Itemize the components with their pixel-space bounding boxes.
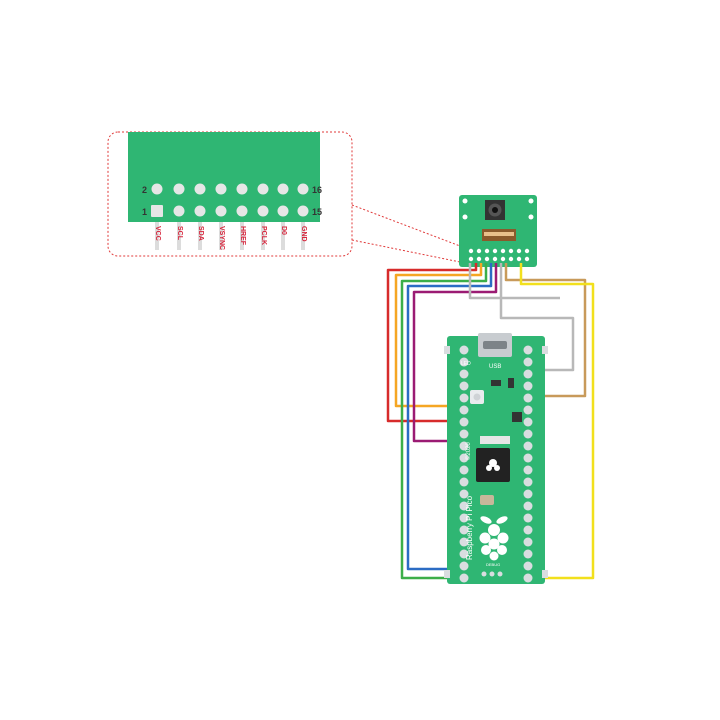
- camera-module: [459, 195, 537, 267]
- pin-label-href: HREF: [239, 226, 246, 246]
- year-label: ©2020: [465, 442, 472, 460]
- debug-pads: [481, 571, 503, 577]
- camera-header-pads: [468, 248, 530, 262]
- pin-label-sda: SDA: [197, 226, 204, 241]
- callout-board: [128, 132, 320, 222]
- callout-pin-leads: [155, 222, 305, 250]
- pin-label-vsync: VSYNC: [218, 226, 225, 250]
- board-name-label: Raspberry Pi Pico: [465, 495, 474, 560]
- raspberry-logo-icon: [479, 516, 509, 561]
- debug-label: DEBUG: [486, 562, 500, 567]
- pinout-callout: 2 16 1 15 VCC SCL SDA VSYNC HREF PCLK D0…: [107, 131, 353, 257]
- callout-connector-lines: [351, 204, 461, 263]
- led-label: LED: [461, 361, 471, 367]
- camera-lens-icon: [485, 200, 505, 220]
- wire-gray-aux: [468, 263, 560, 300]
- pin-label-d0: D0: [280, 226, 287, 235]
- pin-number-2: 2: [142, 185, 147, 195]
- pico-pads-left: [459, 345, 469, 583]
- wire-vsync: [406, 263, 493, 571]
- usb-label: USB: [489, 364, 501, 370]
- pin-label-scl: SCL: [176, 226, 183, 241]
- wire-href: [412, 263, 498, 443]
- pin-label-vcc: VCC: [154, 226, 161, 241]
- pin-number-16: 16: [312, 185, 322, 195]
- pin-number-1: 1: [142, 207, 147, 217]
- pin-label-gnd: GND: [300, 226, 307, 242]
- raspberry-logo-icon-small: [486, 459, 500, 471]
- wire-gnd: [519, 263, 595, 580]
- callout-pads-bottom: [151, 205, 309, 217]
- pin-label-pclk: PCLK: [260, 226, 267, 245]
- wire-sda: [400, 263, 488, 580]
- pico-edge-half-pads: [444, 346, 548, 578]
- wires: [386, 263, 595, 580]
- callout-pads-top: [151, 183, 309, 195]
- wire-d0: [504, 263, 587, 398]
- pin-number-15: 15: [312, 207, 322, 217]
- wire-pclk: [499, 263, 575, 372]
- pico-pads-right: [523, 345, 533, 583]
- pico-board: USB LED ©2020 Raspberry Pi Pico DEBUG: [444, 333, 548, 584]
- usb-port-icon: [478, 333, 512, 357]
